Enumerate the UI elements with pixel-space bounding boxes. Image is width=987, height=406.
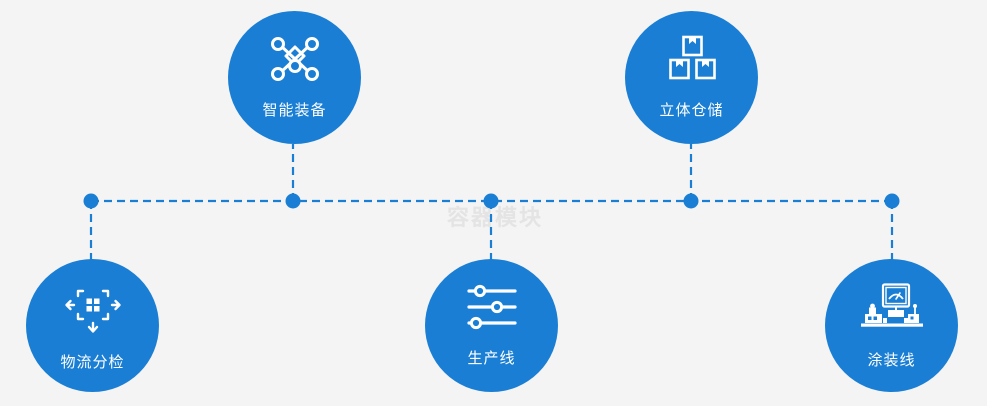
junction-dot-painting-line bbox=[884, 193, 900, 209]
node-stereo-warehouse[interactable]: 立体仓储 bbox=[625, 11, 758, 144]
junction-dot-stereo-warehouse bbox=[683, 193, 699, 209]
node-label-smart-equipment: 智能装备 bbox=[262, 101, 327, 119]
factory-machine-icon bbox=[859, 283, 925, 333]
node-smart-equipment[interactable]: 智能装备 bbox=[228, 11, 361, 144]
network-nodes-icon bbox=[267, 33, 323, 85]
node-label-stereo-warehouse: 立体仓储 bbox=[659, 101, 724, 119]
node-label-painting-line: 涂装线 bbox=[867, 351, 916, 369]
node-painting-line[interactable]: 涂装线 bbox=[825, 259, 958, 392]
junction-dot-logistics-sorting bbox=[83, 193, 99, 209]
node-label-production-line: 生产线 bbox=[467, 349, 516, 367]
junction-dot-production-line bbox=[483, 193, 499, 209]
logistics-sorting-icon bbox=[64, 283, 122, 335]
stacked-boxes-icon bbox=[664, 33, 720, 85]
node-logistics-sorting[interactable]: 物流分检 bbox=[26, 259, 159, 392]
node-production-line[interactable]: 生产线 bbox=[425, 259, 558, 392]
sliders-icon bbox=[464, 283, 520, 331]
node-label-logistics-sorting: 物流分检 bbox=[60, 353, 125, 371]
junction-dot-smart-equipment bbox=[285, 193, 301, 209]
